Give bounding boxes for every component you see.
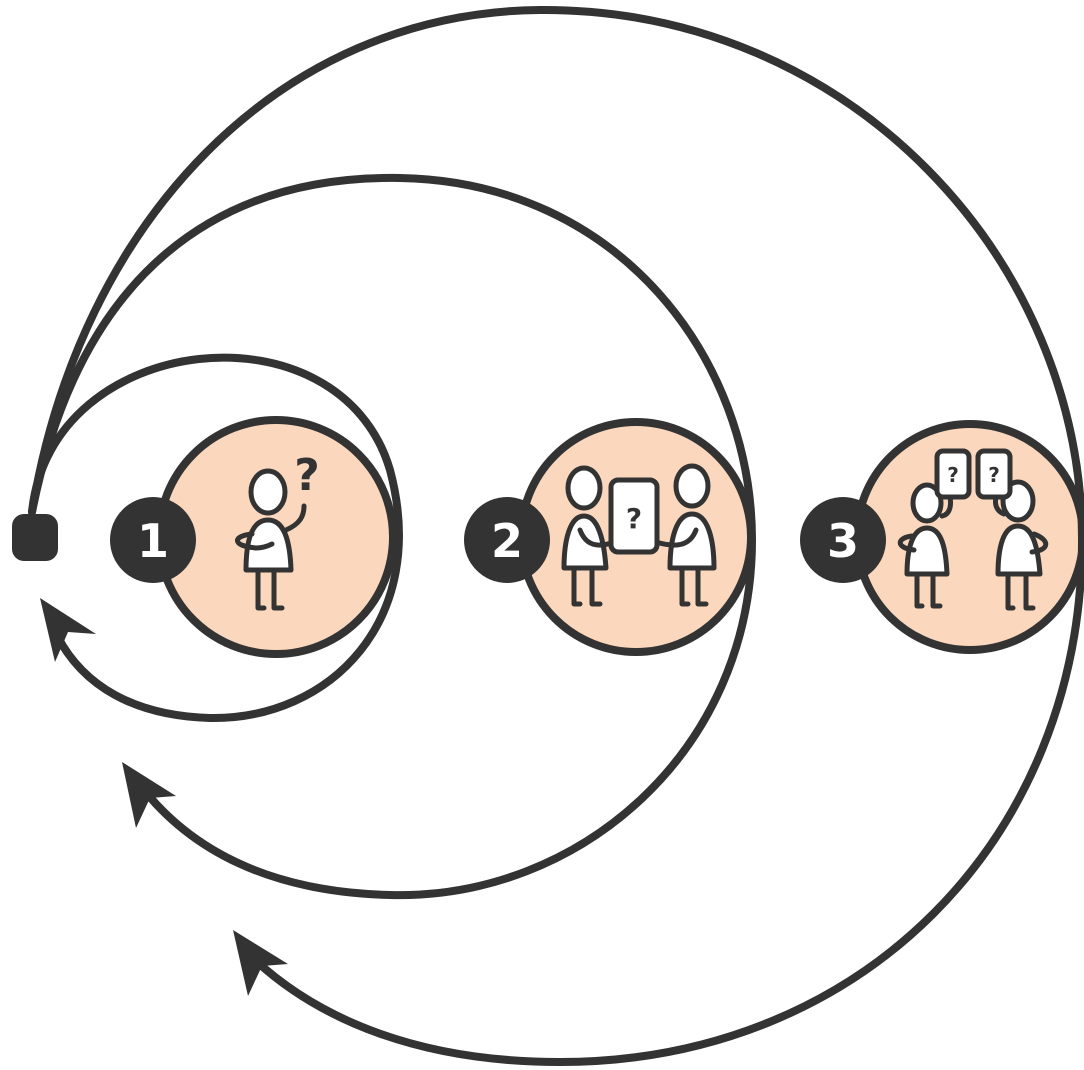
stage-1-number: 1 xyxy=(137,514,169,568)
stage-1-question-mark: ? xyxy=(294,450,320,501)
stage-2-badge: 2 xyxy=(464,497,550,583)
loop-2-arrowhead xyxy=(122,762,176,828)
loop-3-arrowhead xyxy=(233,930,288,996)
start-node xyxy=(12,514,58,561)
stage-1-badge: 1 xyxy=(110,497,196,583)
loop-1-arrowhead xyxy=(40,598,96,662)
stage-2-card-question-mark: ? xyxy=(626,502,642,535)
two-people-sharing-card-icon: ? xyxy=(561,463,717,607)
loop-2-arc xyxy=(28,173,756,900)
person-with-question-icon: ? xyxy=(235,450,320,611)
stage-3-number: 3 xyxy=(827,514,859,568)
stage-3-badge: 3 xyxy=(800,497,886,583)
stage-3-card-2-question-mark: ? xyxy=(988,463,1000,487)
stage-3-card-1-question-mark: ? xyxy=(947,463,959,487)
loop-1-arc xyxy=(28,353,403,723)
loop-3-arc xyxy=(28,5,1084,1066)
stage-2-number: 2 xyxy=(491,514,523,568)
two-people-with-cards-icon: ? ? xyxy=(897,448,1049,611)
